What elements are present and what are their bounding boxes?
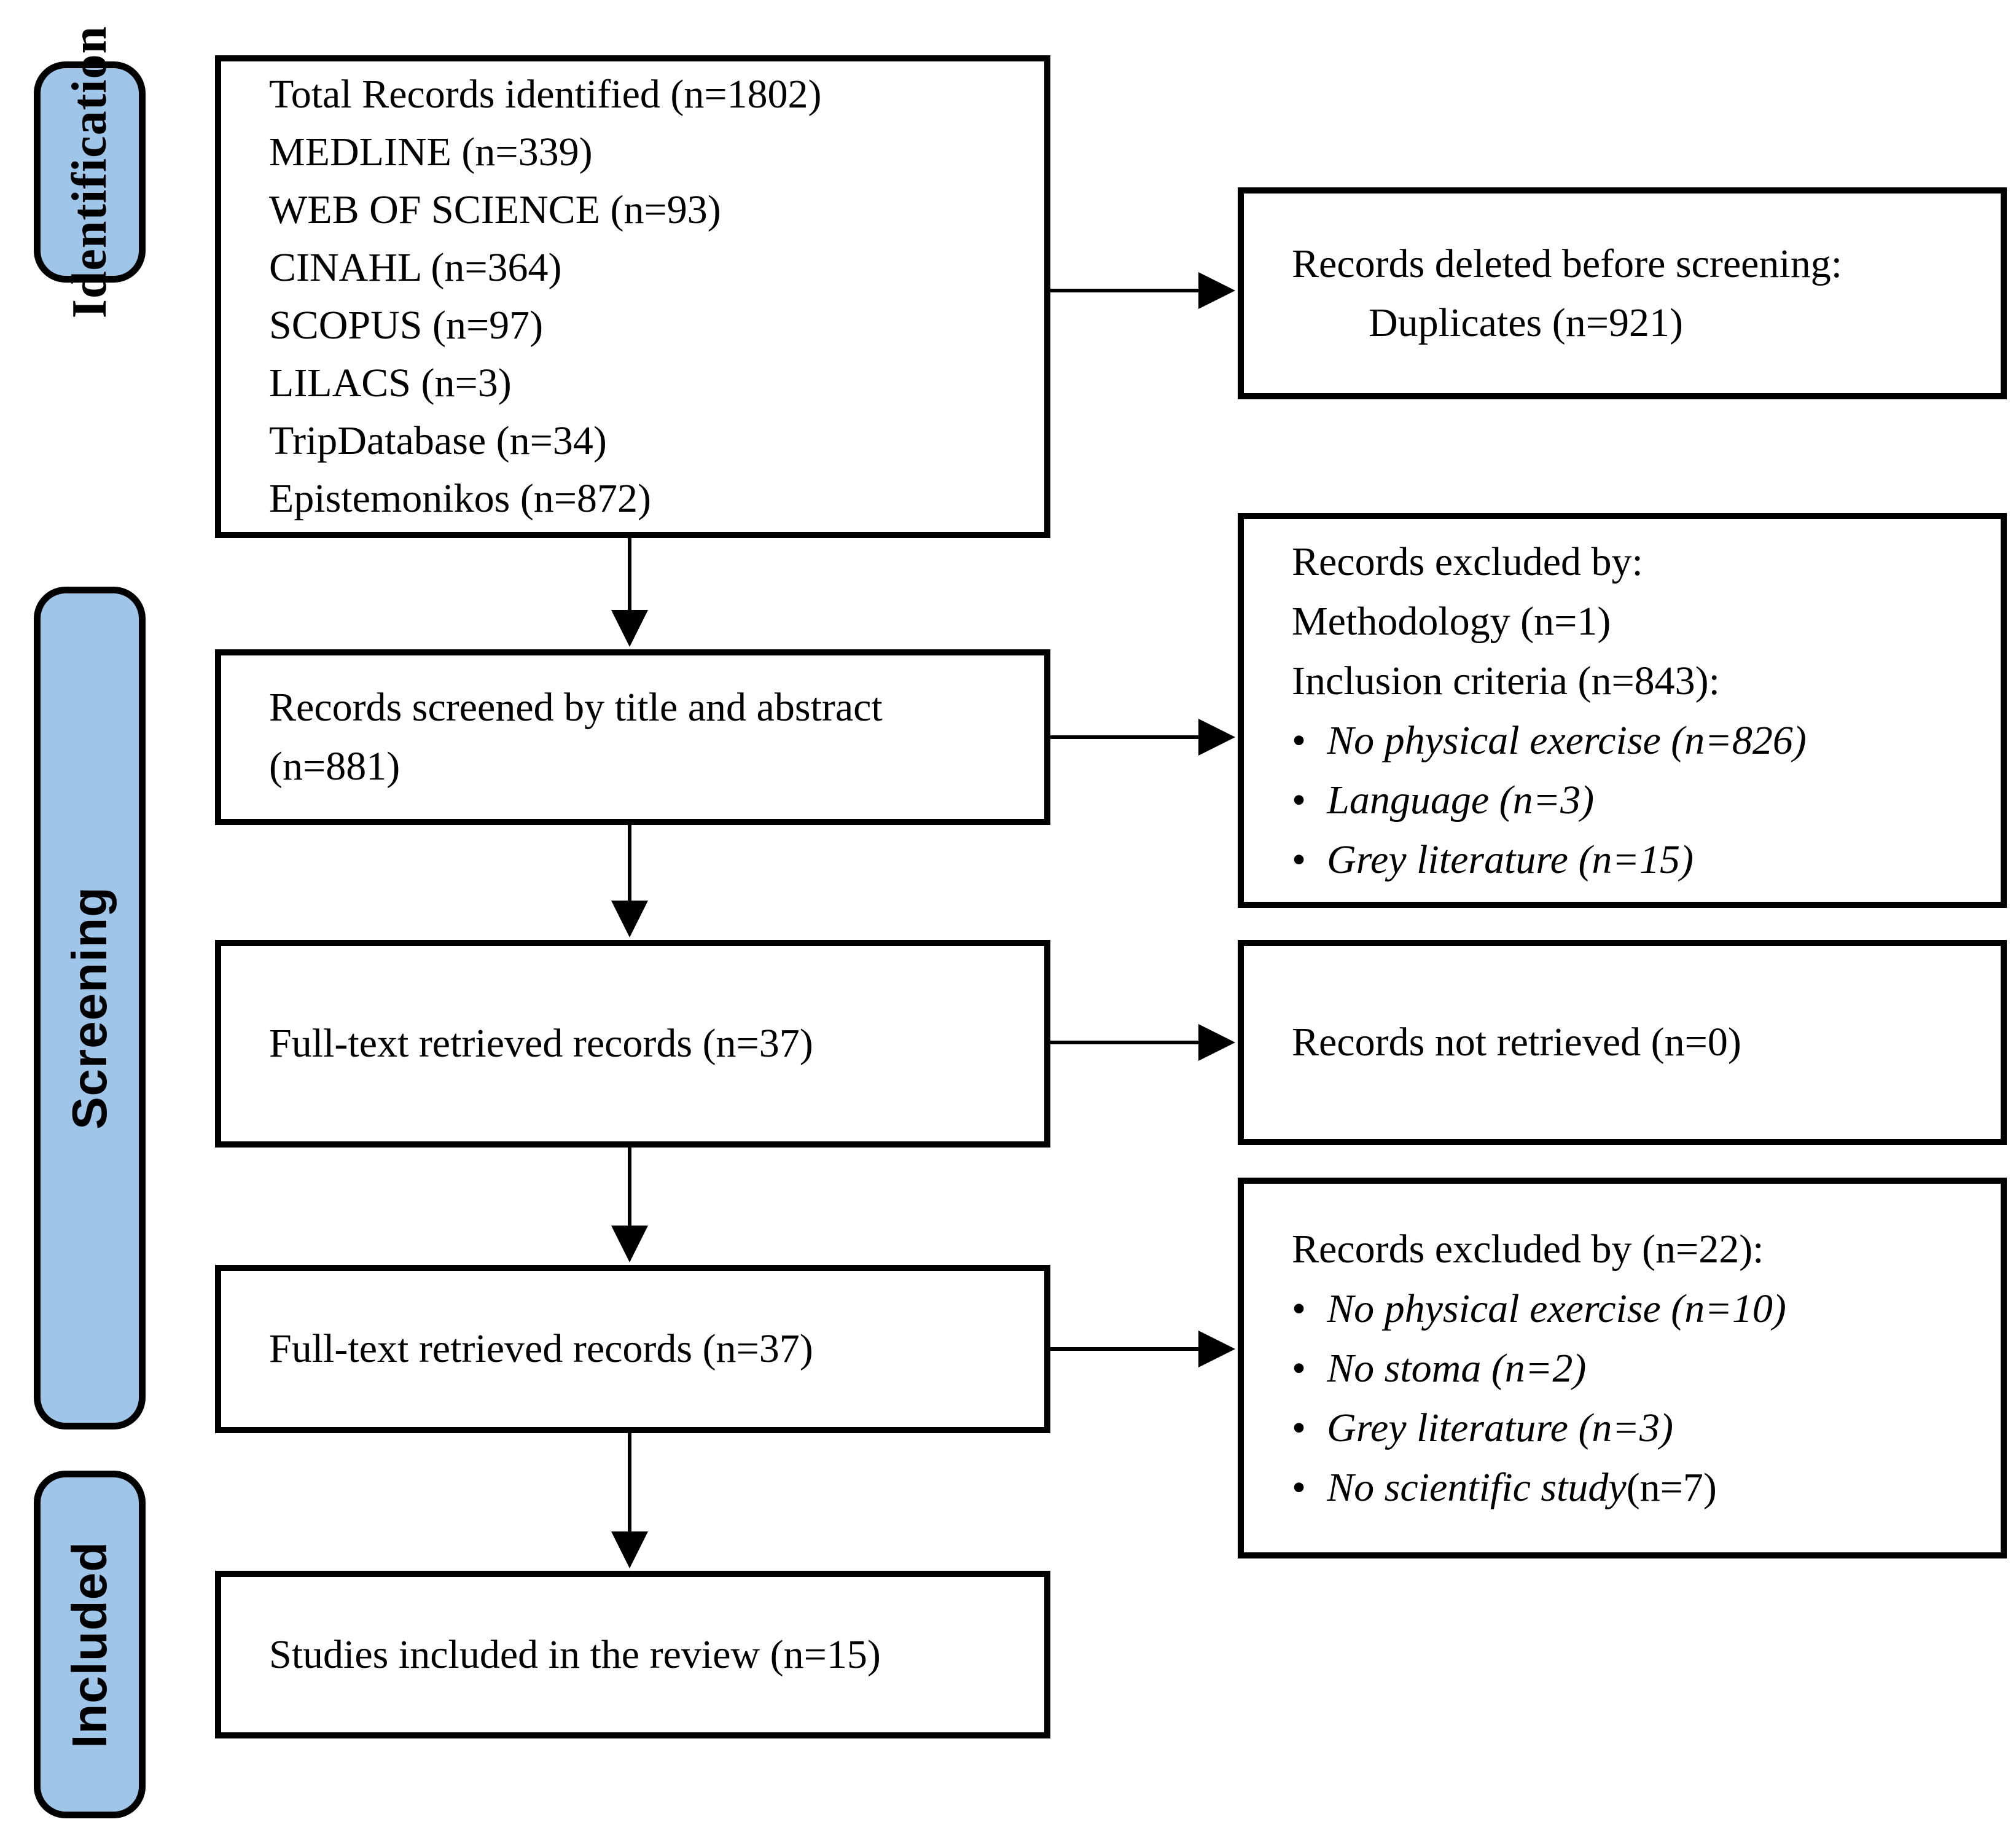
box-deleted-before-screening: Records deleted before screening: Duplic… <box>1238 187 2007 399</box>
box-records-identified: Total Records identified (n=1802) MEDLIN… <box>215 55 1050 538</box>
identified-scopus: SCOPUS (n=97) <box>269 303 544 348</box>
stage-label-included-text: Included <box>62 1541 117 1748</box>
identified-cinahl: CINAHL (n=364) <box>269 245 562 290</box>
box-fulltext-retrieved-1: Full-text retrieved records (n=37) <box>215 940 1050 1148</box>
no-scientific-study-text: No scientific study <box>1327 1464 1627 1510</box>
excluded-screening-bullet-language: Language (n=3) <box>1292 770 1982 830</box>
excluded-fulltext-bullet-no-physical-exercise: No physical exercise (n=10) <box>1292 1279 1982 1339</box>
stage-label-identification: Identification <box>34 26 146 318</box>
identified-tripdatabase: TripDatabase (n=34) <box>269 418 607 463</box>
stage-label-screening: Screening <box>34 587 146 1429</box>
excluded-screening-methodology: Methodology (n=1) <box>1292 598 1611 644</box>
fulltext1-text: Full-text retrieved records (n=37) <box>269 1021 813 1066</box>
box-excluded-screening: Records excluded by: Methodology (n=1) I… <box>1238 513 2007 908</box>
identified-lilacs: LILACS (n=3) <box>269 361 512 405</box>
screened-line-1: Records screened by title and abstract <box>269 685 883 730</box>
included-text: Studies included in the review (n=15) <box>269 1632 881 1677</box>
box-records-screened: Records screened by title and abstract (… <box>215 649 1050 825</box>
stage-label-identification-text: Identification <box>62 25 117 319</box>
box-studies-included: Studies included in the review (n=15) <box>215 1571 1050 1738</box>
deleted-duplicates: Duplicates (n=921) <box>1369 300 1683 345</box>
identified-epistemonikos: Epistemonikos (n=872) <box>269 476 652 521</box>
not-retrieved-text: Records not retrieved (n=0) <box>1292 1020 1741 1065</box>
identified-medline: MEDLINE (n=339) <box>269 130 593 174</box>
excluded-fulltext-title: Records excluded by (n=22): <box>1292 1226 1764 1272</box>
stage-label-screening-text: Screening <box>62 886 117 1130</box>
stage-label-included: Included <box>34 1471 146 1818</box>
identified-total: Total Records identified (n=1802) <box>269 72 822 117</box>
screened-line-2: (n=881) <box>269 744 400 789</box>
excluded-screening-bullet-grey-literature: Grey literature (n=15) <box>1292 830 1982 890</box>
excluded-fulltext-bullet-grey-literature: Grey literature (n=3) <box>1292 1398 1982 1458</box>
deleted-title: Records deleted before screening: <box>1292 241 1843 286</box>
excluded-fulltext-bullet-no-scientific-study: No scientific study (n=7) <box>1292 1458 1982 1517</box>
excluded-fulltext-bullet-no-stoma: No stoma (n=2) <box>1292 1339 1982 1398</box>
box-fulltext-retrieved-2: Full-text retrieved records (n=37) <box>215 1265 1050 1433</box>
no-scientific-study-count: (n=7) <box>1626 1464 1717 1510</box>
identified-web-of-science: WEB OF SCIENCE (n=93) <box>269 187 721 232</box>
excluded-screening-bullet-no-physical-exercise: No physical exercise (n=826) <box>1292 711 1982 770</box>
box-excluded-fulltext: Records excluded by (n=22): No physical … <box>1238 1178 2007 1558</box>
fulltext2-text: Full-text retrieved records (n=37) <box>269 1326 813 1371</box>
excluded-screening-title: Records excluded by: <box>1292 539 1643 584</box>
box-records-not-retrieved: Records not retrieved (n=0) <box>1238 940 2007 1145</box>
excluded-screening-inclusion: Inclusion criteria (n=843): <box>1292 658 1720 703</box>
